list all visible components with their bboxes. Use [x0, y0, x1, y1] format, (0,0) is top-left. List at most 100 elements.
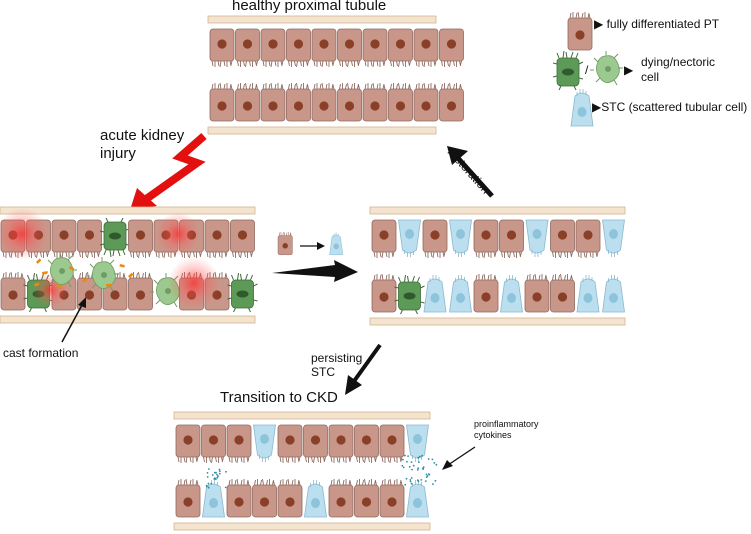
cytokine-dot	[428, 473, 430, 476]
cytokine-dot	[422, 468, 424, 470]
cytokine-dot	[213, 471, 216, 474]
cytokine-dot	[417, 467, 420, 470]
injured-tubule	[0, 206, 256, 324]
cytokine-dot	[224, 486, 227, 489]
cytokine-dot	[427, 458, 430, 460]
dying-cell-icon	[552, 50, 584, 91]
cytokine-dot	[402, 458, 404, 461]
cytokine-dot	[404, 454, 406, 457]
pt-cell	[226, 478, 252, 518]
stc-cell	[525, 219, 549, 258]
cast-debris	[33, 282, 40, 287]
cytokine-dot	[435, 463, 438, 466]
cytokines-label-2: cytokines	[474, 430, 512, 440]
pt-cell	[311, 28, 337, 68]
pt-cell	[226, 424, 252, 464]
pt-cell	[422, 219, 448, 259]
cytokine-dot	[216, 476, 219, 479]
stc-cell	[576, 274, 600, 313]
legend-pt-label: ▶ fully differentiated PT	[594, 17, 720, 31]
persisting-label-1: persisting	[311, 351, 363, 365]
pt-cell	[209, 28, 235, 68]
pt-cell	[235, 28, 260, 68]
legend-dying-label-2: cell	[641, 70, 660, 84]
stc-cell	[406, 479, 429, 518]
cytokine-dot	[401, 464, 404, 467]
cytokine-dot	[424, 480, 427, 482]
cast-debris	[35, 258, 42, 264]
pt-cell	[277, 478, 303, 518]
injury-glow	[168, 257, 220, 309]
cytokine-dot	[410, 482, 413, 485]
pt-cell	[201, 424, 226, 464]
pt-cell	[473, 219, 499, 259]
pt-cell	[260, 28, 286, 68]
pt-cell	[277, 424, 303, 464]
necrotic-cell-icon	[589, 50, 624, 86]
cytokine-dot	[205, 485, 208, 488]
healthy-tubule	[207, 15, 437, 135]
pt-cell	[550, 273, 575, 313]
stc-cell	[602, 219, 625, 258]
stc-cells	[371, 219, 625, 315]
persisting-arrow	[345, 343, 382, 395]
legend-stc-label: ▶STC (scattered tubular cell)	[592, 100, 748, 114]
pt-cell	[439, 82, 464, 122]
cytokine-pointer	[442, 446, 476, 470]
cast-debris	[127, 272, 134, 278]
cytokine-dot	[218, 468, 221, 471]
cytokine-dot	[410, 461, 413, 463]
injury-glow	[156, 212, 200, 256]
pt-cell	[388, 28, 413, 68]
pt-cell	[252, 478, 277, 518]
stc-cell	[202, 479, 225, 518]
stc-cell	[253, 424, 276, 463]
cytokine-dot	[407, 455, 409, 457]
pt-cell	[209, 82, 235, 122]
cytokine-dot	[225, 470, 227, 473]
cytokine-dots	[205, 454, 438, 489]
pt-cell	[286, 28, 311, 68]
pt-cell	[77, 219, 102, 259]
cast-debris	[68, 266, 75, 271]
stc-cell	[304, 479, 327, 518]
cytokine-dot	[405, 477, 408, 480]
aki-label-1: acute kidney	[100, 127, 185, 144]
pt-cell	[524, 273, 550, 313]
pt-cell	[439, 28, 464, 68]
cytokine-dot	[216, 473, 218, 476]
pt-cell	[550, 219, 575, 259]
pt-cell-icon	[567, 11, 593, 51]
legend-dying-sep: /	[585, 63, 589, 77]
dying-cell	[394, 274, 425, 315]
pt-cell	[128, 219, 153, 259]
cast-debris	[106, 283, 112, 287]
injured-cells	[0, 208, 258, 313]
pt-cell	[175, 424, 201, 464]
pt-cell	[388, 82, 413, 122]
cast-debris	[56, 284, 63, 289]
pt-cell	[0, 271, 26, 311]
cytokine-dot	[207, 482, 210, 485]
cytokine-dot	[416, 469, 419, 471]
pt-cell	[260, 82, 286, 122]
pt-cell	[354, 478, 379, 518]
pt-cell	[303, 424, 328, 464]
pt-cell	[175, 478, 201, 518]
cytokine-dot	[211, 474, 214, 476]
cytokine-dot	[426, 475, 429, 477]
cytokine-dot	[409, 480, 412, 483]
pt-cell	[337, 28, 362, 68]
cast-pointer	[61, 297, 86, 343]
cast-formation-label: cast formation	[3, 346, 79, 360]
stc-cell	[423, 274, 447, 313]
cytokine-dot	[418, 461, 420, 463]
stc-cell	[602, 274, 625, 313]
pt-cell	[51, 219, 77, 259]
pt-cell	[204, 219, 230, 259]
cytokine-dot	[406, 460, 408, 463]
cytokine-dot	[434, 479, 437, 482]
injury-glow	[0, 208, 48, 260]
cytokine-dot	[404, 483, 407, 486]
pt-cell	[413, 28, 439, 68]
